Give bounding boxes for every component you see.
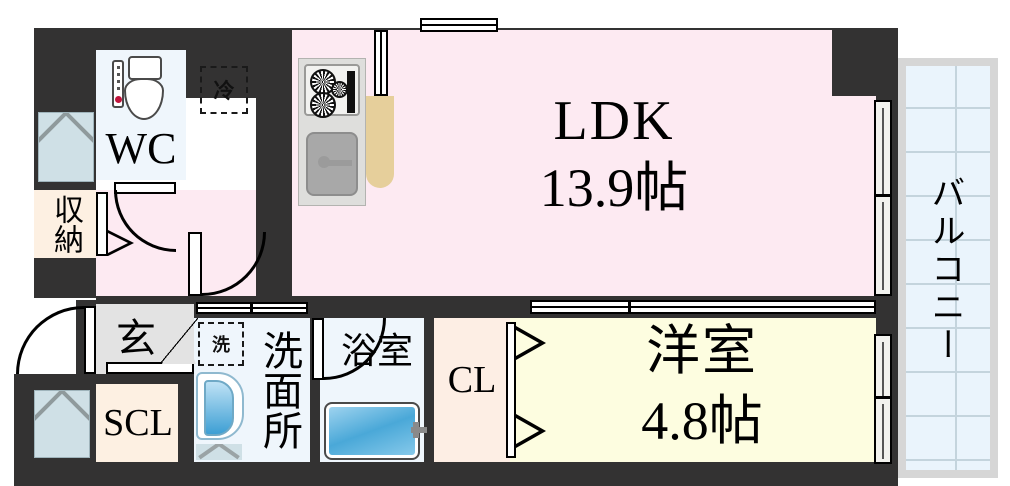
wash-basin (204, 380, 234, 436)
gas-stove (304, 64, 360, 118)
shuno-door-leaf[interactable] (96, 192, 108, 256)
refrigerator-slot-label: 冷 (213, 79, 235, 103)
room-balcony (906, 66, 990, 470)
window-ldk-top (420, 18, 498, 32)
toilet-control-panel (112, 60, 124, 108)
cl-door-leaf[interactable] (506, 322, 516, 458)
entrance-door-swing-arc (16, 306, 84, 374)
toilet-panel-dot-icon (117, 66, 120, 69)
bathtub-faucet-icon (411, 427, 427, 433)
kitchen-sink (306, 132, 358, 196)
ldk-balcony-door-mid-rail (874, 194, 892, 197)
burner-small-icon (331, 81, 348, 98)
bathtub (324, 402, 427, 460)
stove-grill-icon (347, 71, 355, 113)
toilet-tank (128, 56, 162, 80)
wall-yokushitsu-cl-divider (424, 318, 434, 462)
wall-entrance-bottom-divider (14, 374, 194, 384)
yoshitsu-window-jamb (628, 300, 631, 314)
wall-senmen-yokushitsu-divider (310, 318, 320, 462)
bathtub-faucet-base-icon (413, 422, 419, 438)
cl-door-arrow-upper-fill-icon (516, 330, 539, 356)
toilet-panel-dot-icon (117, 80, 120, 83)
wall-scl-right (178, 374, 194, 468)
room-scl (96, 384, 178, 462)
slider-leaf-line-icon (882, 108, 884, 196)
toilet-panel-dot-icon (117, 87, 120, 90)
slider-leaf-line-icon (882, 404, 884, 459)
genkan-step-edge (106, 362, 194, 374)
wall-bottom (14, 462, 898, 486)
wash-basin-cabinet (196, 372, 244, 440)
pipe-shaft-lower (34, 390, 90, 458)
yoshitsu-balcony-door-mid-rail (874, 396, 892, 399)
ldk-balcony-sliding-door[interactable] (874, 100, 892, 296)
washer-slot: 洗 (198, 322, 244, 366)
genkan-step-triangle-outline-icon (160, 318, 198, 364)
slider-leaf-line-icon (882, 202, 884, 290)
washer-drain-mark (196, 444, 242, 460)
cl-door-arrow-lower-fill-icon (516, 418, 539, 444)
toilet-panel-dot-icon (117, 73, 120, 76)
toilet-panel-indicator-icon (115, 96, 122, 103)
senmenjo-sliding-door-jamb (250, 302, 253, 314)
kitchen-faucet-base-icon (318, 156, 330, 168)
slider-leaf-line-icon (882, 342, 884, 397)
kitchen-faucet-icon (322, 160, 352, 166)
washer-slot-label: 洗 (212, 335, 230, 356)
room-ldk (404, 30, 832, 296)
room-yoshitsu (510, 318, 876, 462)
room-ldk-right-notch (832, 96, 876, 296)
room-cl (434, 318, 510, 462)
room-shuno (34, 190, 96, 258)
window-kitchen-hood-vent (374, 30, 388, 96)
burner-front-icon (310, 92, 336, 118)
yoshitsu-window (530, 300, 876, 314)
refrigerator-slot: 冷 (200, 66, 248, 114)
shuno-door-arrow-fill-icon (108, 233, 128, 253)
kitchen-counter-end-top (366, 96, 394, 136)
balcony-tile-grid (906, 66, 990, 470)
yokushitsu-door-leaf[interactable] (312, 318, 324, 380)
wall-kitchen-divider (256, 28, 292, 298)
pipe-shaft-upper (38, 112, 94, 182)
entrance-door-leaf[interactable] (84, 306, 96, 374)
yoshitsu-balcony-sliding-door[interactable] (874, 334, 892, 464)
ldk-door-leaf[interactable] (188, 232, 202, 296)
